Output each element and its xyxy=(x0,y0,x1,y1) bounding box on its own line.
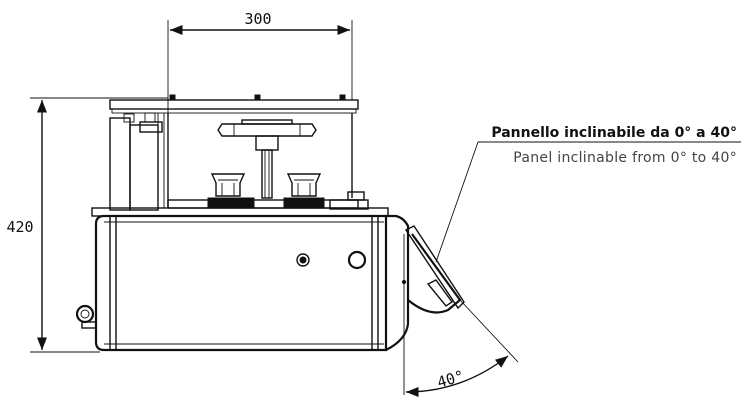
left-cup xyxy=(210,173,246,197)
width-dimension: 300 xyxy=(167,10,353,120)
housing-knob xyxy=(296,253,310,267)
left-column xyxy=(109,112,169,211)
right-cup xyxy=(286,173,322,197)
height-dimension: 420 xyxy=(6,97,168,353)
right-nose xyxy=(385,214,462,351)
angle-dimension-label: 40° xyxy=(435,367,466,392)
panel-annotation: Pannello inclinabile da 0° a 40° Panel i… xyxy=(435,125,741,263)
angle-dimension: 40° xyxy=(403,299,519,398)
rotor-knob xyxy=(217,119,317,199)
main-housing xyxy=(91,207,389,352)
base-plates xyxy=(167,191,369,210)
inclinable-panel xyxy=(404,225,465,310)
side-handle xyxy=(75,304,97,329)
housing-button xyxy=(347,250,367,270)
top-plate xyxy=(109,94,359,114)
annotation-italian: Pannello inclinabile da 0° a 40° xyxy=(491,125,737,141)
annotation-english: Panel inclinable from 0° to 40° xyxy=(513,150,737,166)
width-dimension-label: 300 xyxy=(244,10,271,28)
height-dimension-label: 420 xyxy=(6,218,33,236)
